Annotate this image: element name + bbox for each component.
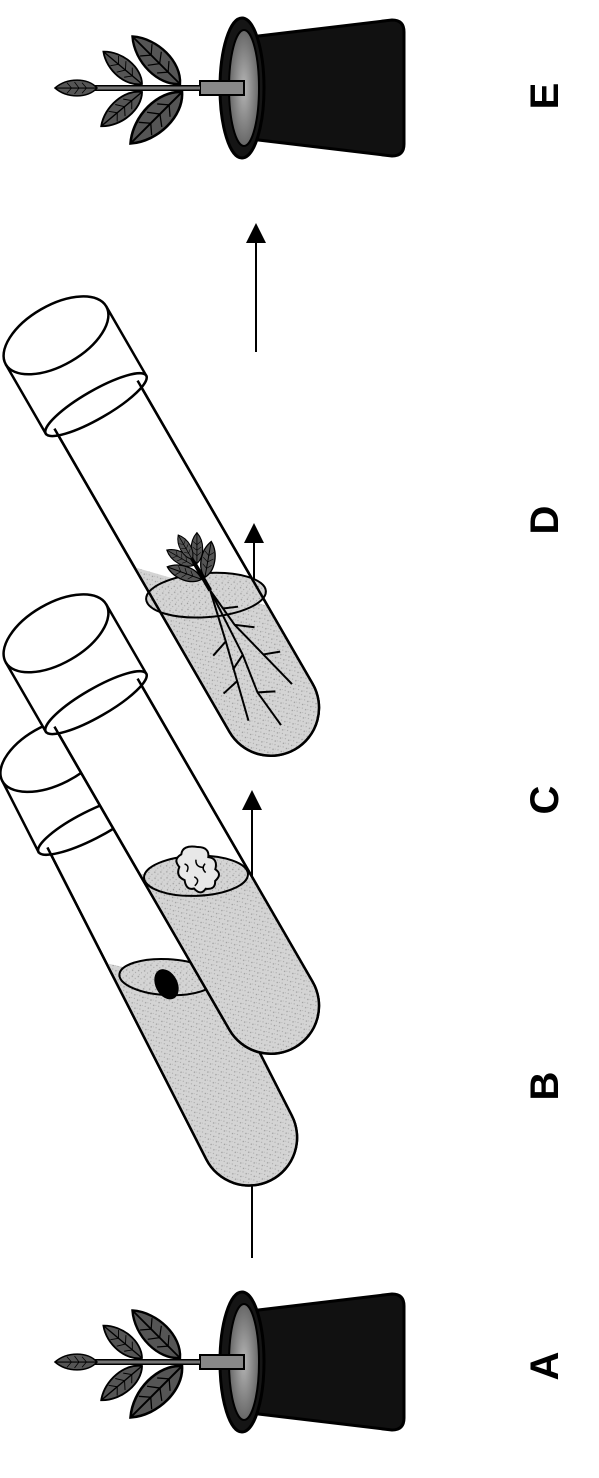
stage-a-plant [55, 1292, 404, 1432]
stage-label-d: D [523, 506, 567, 535]
stage-label-e: E [523, 83, 567, 110]
stage-label-b: B [523, 1072, 567, 1101]
stage-e-plant [55, 18, 404, 158]
stage-label-a: A [523, 1352, 567, 1381]
potted-plant-icon [55, 18, 404, 158]
stage-label-c: C [523, 786, 567, 815]
potted-plant-icon [55, 1292, 404, 1432]
